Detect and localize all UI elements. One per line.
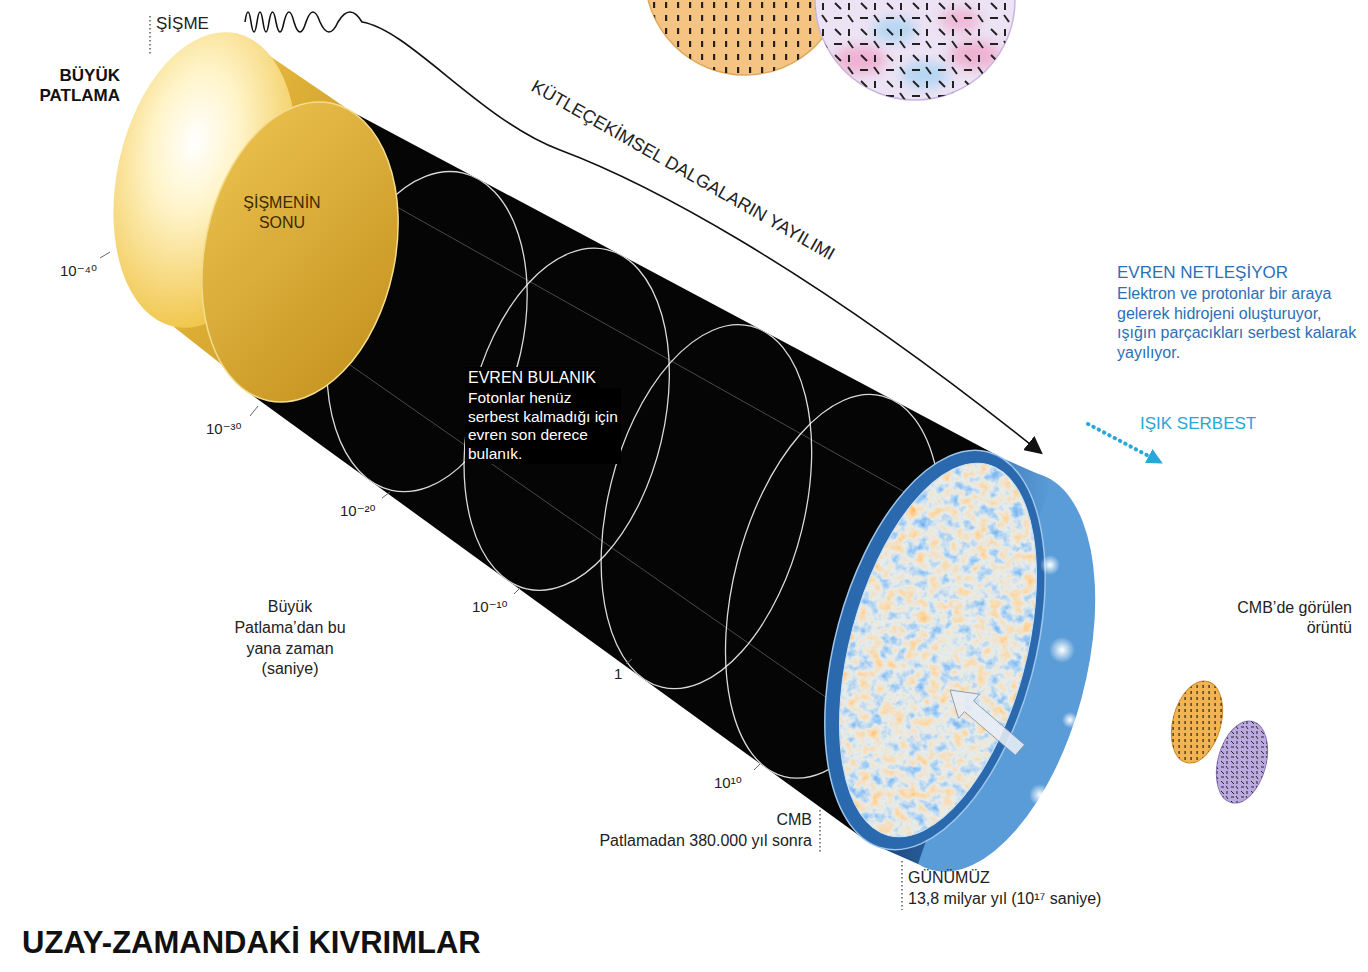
axis-value: 10⁻²⁰ bbox=[340, 502, 376, 520]
leader-line bbox=[149, 16, 150, 56]
disk-label: ŞİŞMENİN SONU bbox=[222, 193, 342, 233]
art-part bbox=[1210, 715, 1274, 809]
phase-label: BÜYÜK PATLAMA bbox=[14, 66, 120, 105]
polarization-circle-pink bbox=[810, 0, 1020, 105]
art-part bbox=[100, 252, 110, 258]
epoch-detail: 13,8 milyar yıl (10¹⁷ saniye) bbox=[908, 889, 1101, 908]
art-part bbox=[1040, 555, 1060, 575]
axis-value: 10⁻³⁰ bbox=[206, 420, 242, 438]
disk-shape bbox=[195, 90, 415, 420]
pattern-label: CMB’de görülen örüntü bbox=[1200, 598, 1352, 638]
note-body: Fotonlar henüz serbest kalmadığı için ev… bbox=[465, 388, 621, 464]
leader-line bbox=[819, 810, 820, 852]
art-part bbox=[432, 227, 701, 611]
art-part bbox=[785, 426, 1084, 874]
diagram-title: UZAY-ZAMANDAKİ KIVRIMLAR bbox=[22, 924, 481, 961]
phase-label: ŞİŞME bbox=[156, 14, 209, 34]
note-heading: EVREN NETLEŞİYOR bbox=[1117, 263, 1288, 283]
present-day-slab bbox=[785, 426, 1134, 896]
art-part bbox=[1208, 715, 1276, 809]
axis-title: Büyük Patlama’dan bu yana zaman (saniye) bbox=[222, 597, 358, 680]
epoch-label: GÜNÜMÜZ bbox=[908, 868, 990, 887]
leader-line bbox=[901, 861, 902, 910]
art-part bbox=[514, 588, 520, 594]
art-part bbox=[810, 0, 1020, 105]
axis-value: 10¹⁰ bbox=[714, 774, 742, 792]
axis-value: 10⁻¹⁰ bbox=[472, 598, 508, 616]
art-part bbox=[810, 0, 1020, 105]
phase-disk: ŞİŞMENİN SONU bbox=[195, 90, 415, 420]
art-part bbox=[566, 303, 846, 711]
cmb-map-rim bbox=[803, 442, 1072, 858]
axis-value: 10⁻⁴⁰ bbox=[60, 262, 97, 280]
cmb-map bbox=[830, 440, 1050, 860]
art-part bbox=[1049, 637, 1075, 663]
note-heading: EVREN BULANIK bbox=[465, 367, 599, 388]
note-body: Elektron ve protonlar bir araya gelerek … bbox=[1117, 284, 1362, 362]
art-part bbox=[1029, 784, 1051, 806]
art-part bbox=[250, 406, 258, 416]
axis-ticks bbox=[100, 252, 760, 770]
axis-value: 1 bbox=[614, 665, 622, 683]
art-part bbox=[626, 659, 632, 664]
epoch-label: CMB bbox=[700, 810, 812, 829]
view-arrow bbox=[950, 690, 1025, 755]
epoch-detail: Patlamadan 380.000 yıl sonra bbox=[540, 831, 812, 850]
art-part bbox=[340, 175, 990, 540]
art-part bbox=[1062, 712, 1078, 728]
disk-outline bbox=[195, 90, 415, 420]
pattern-ellipse-purple bbox=[1208, 715, 1276, 809]
arrow-label: IŞIK SERBEST bbox=[1140, 414, 1256, 434]
art-part bbox=[754, 764, 760, 770]
art-part bbox=[382, 492, 390, 498]
